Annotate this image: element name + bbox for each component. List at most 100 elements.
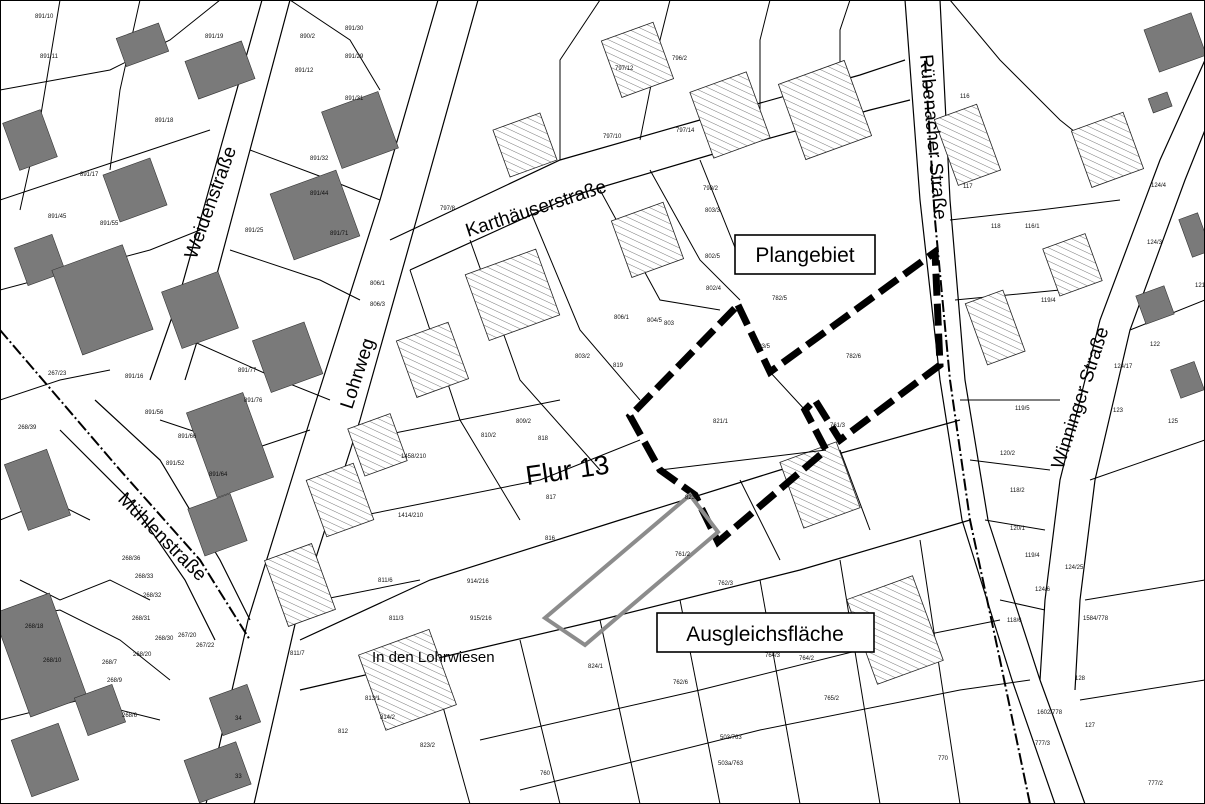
lohrweg-edge-west [205,0,439,804]
building [1147,91,1173,114]
parcel-number: 777/2 [1148,781,1164,787]
parcel-number: 123 [1113,408,1124,414]
parcel-line [639,0,671,141]
parcel-number: 762/6 [673,680,689,686]
parcel-number: 891/10 [35,14,54,20]
parcel-number: 891/66 [178,434,197,440]
parcel-number: 760 [540,771,551,777]
parcel-number: 777/3 [1035,741,1051,747]
plangebiet-label-box [734,234,876,275]
buildings-solid [0,12,1205,804]
parcel-line [1089,439,1205,481]
building [252,321,324,393]
building [610,201,685,278]
parcel-line [19,579,151,601]
parcel-number: 268/9 [107,678,123,684]
parcel-number: 891/76 [244,398,263,404]
ausgleichsflaeche-boundary [541,492,721,648]
building [1135,285,1175,325]
parcel-number: 806/3 [370,302,386,308]
parcel-number: 802/5 [705,254,721,260]
parcel-number: 267/20 [178,633,197,639]
parcel-number: 268/30 [155,636,174,642]
parcel-number: 796/2 [672,56,688,62]
parcel-number: 503/763 [720,735,742,741]
parcel-number: 503a/763 [718,761,744,767]
parcel-number: 818 [538,436,549,442]
parcel-line [109,0,141,171]
building [464,248,561,342]
building [358,628,457,731]
street-label-in-den-lohrwiesen: In den Lohrwiesen [372,649,495,666]
parcel-line [1079,679,1205,701]
parcel-number: 268/31 [132,616,151,622]
parcel-number: 803/3 [705,208,721,214]
building [161,271,239,349]
parcel-number: 267/22 [196,643,215,649]
parcel-number: 34 [235,716,242,722]
lohrweg-edge-east [253,0,479,804]
parcel-number: 1584/778 [1083,616,1109,622]
parcel-number: 812 [338,729,349,735]
ruebenacher-edge-west [904,0,1056,804]
parcel-line [949,199,1121,221]
parcel-line [919,539,961,804]
parcel-line [229,249,361,301]
parcel-line [699,159,741,261]
parcel-line [739,479,781,561]
parcel-number: 797/10 [603,134,622,140]
parcel-number: 806/1 [614,315,630,321]
parcel-number: 816 [545,536,556,542]
parcel-number: 761/3 [830,423,846,429]
parcel-number: 268/32 [143,593,162,599]
building [600,21,675,98]
building [1042,233,1103,297]
building [1170,361,1205,399]
building [689,71,771,159]
parcel-number: 813/1 [365,696,381,702]
buildings-hatched [264,21,1145,731]
parcel-number: 891/30 [345,26,364,32]
parcel-number: 891/45 [48,214,67,220]
parcel-number: 814/2 [380,715,396,721]
parcel-number: 809/2 [516,419,532,425]
parcel-number: 268/20 [133,652,152,658]
building [492,112,558,178]
parcel-line [289,0,381,91]
building [2,109,58,171]
parcel-number: 782/5 [772,296,788,302]
parcel-number: 890/2 [300,34,316,40]
parcel-number: 268/7 [102,660,118,666]
winninger-edge-west [1039,59,1205,681]
parcel-number: 120/1 [1010,526,1026,532]
parcel-number: 118 [991,224,1001,230]
parcel-number: 124/6 [1035,587,1051,593]
parcel-number: 798/2 [703,186,719,192]
parcel-number: 268/6 [122,713,138,719]
building [321,91,399,169]
parcel-line [759,0,771,110]
parcel-number: 761/2 [675,552,691,558]
parcel-number: 802/4 [706,286,722,292]
parcel-number: 891/55 [100,221,119,227]
parcel-number: 797/8 [440,206,456,212]
parcel-number: 770 [938,756,949,762]
building [102,157,168,223]
parcel-number: 891/17 [80,172,99,178]
plangebiet-label: Plangebiet [755,244,854,267]
parcel-number: 891/18 [155,118,174,124]
parcel-number: 797/12 [615,66,634,72]
parcel-number: 821/1 [713,419,729,425]
parcel-line [969,459,1051,471]
parcel-number: 116/1 [1025,224,1040,230]
building [184,40,256,100]
parcel-line [529,209,641,401]
parcel-number: 811/3 [389,616,404,622]
parcel-line [0,129,211,201]
parcel-line [649,169,741,301]
parcel-number: 804/5 [647,318,663,324]
parcel-number: 764/3 [765,653,781,659]
ausgleichsflaeche-label-box [656,612,875,653]
